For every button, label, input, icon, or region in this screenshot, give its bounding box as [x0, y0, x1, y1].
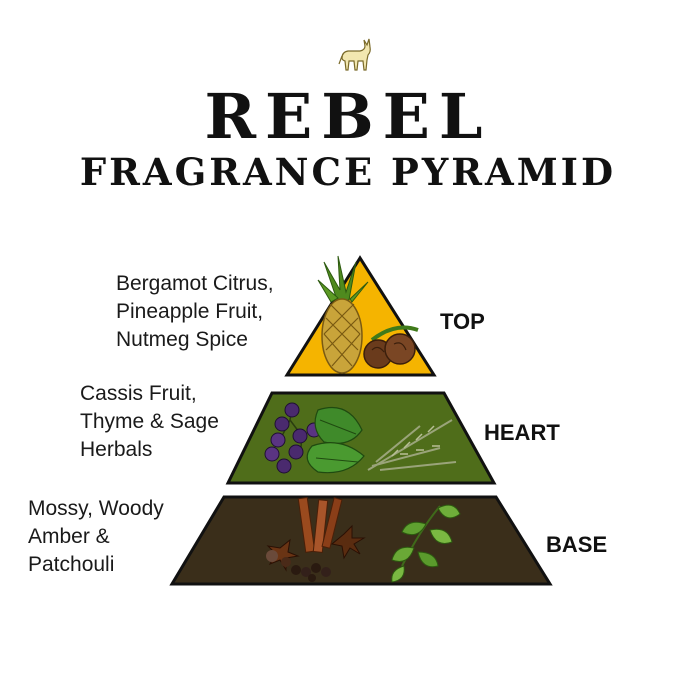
pineapple-icon — [317, 255, 369, 374]
nutmeg-icon — [363, 325, 419, 369]
patchouli-leaves-icon — [391, 504, 461, 583]
donkey-icon — [338, 38, 371, 71]
base-notes: Mossy, Woody Amber & Patchouli — [28, 497, 164, 576]
herb-leaves-icon — [306, 406, 365, 474]
tier-label-top: TOP — [440, 309, 485, 334]
heart-notes: Cassis Fruit, Thyme & Sage Herbals — [80, 382, 219, 461]
cassis-berries-icon — [264, 402, 322, 474]
page-subtitle: FRAGRANCE PYRAMID — [79, 150, 617, 194]
tier-label-base: BASE — [546, 532, 608, 557]
spices-icon — [266, 497, 366, 582]
top-notes: Bergamot Citrus, Pineapple Fruit, Nutmeg… — [116, 272, 274, 351]
tier-heart — [225, 391, 497, 485]
tier-base — [169, 495, 553, 586]
page-title: REBEL — [204, 80, 492, 153]
tier-top — [284, 255, 437, 377]
thyme-sprig-icon — [367, 419, 457, 471]
tier-label-heart: HEART — [484, 420, 560, 445]
